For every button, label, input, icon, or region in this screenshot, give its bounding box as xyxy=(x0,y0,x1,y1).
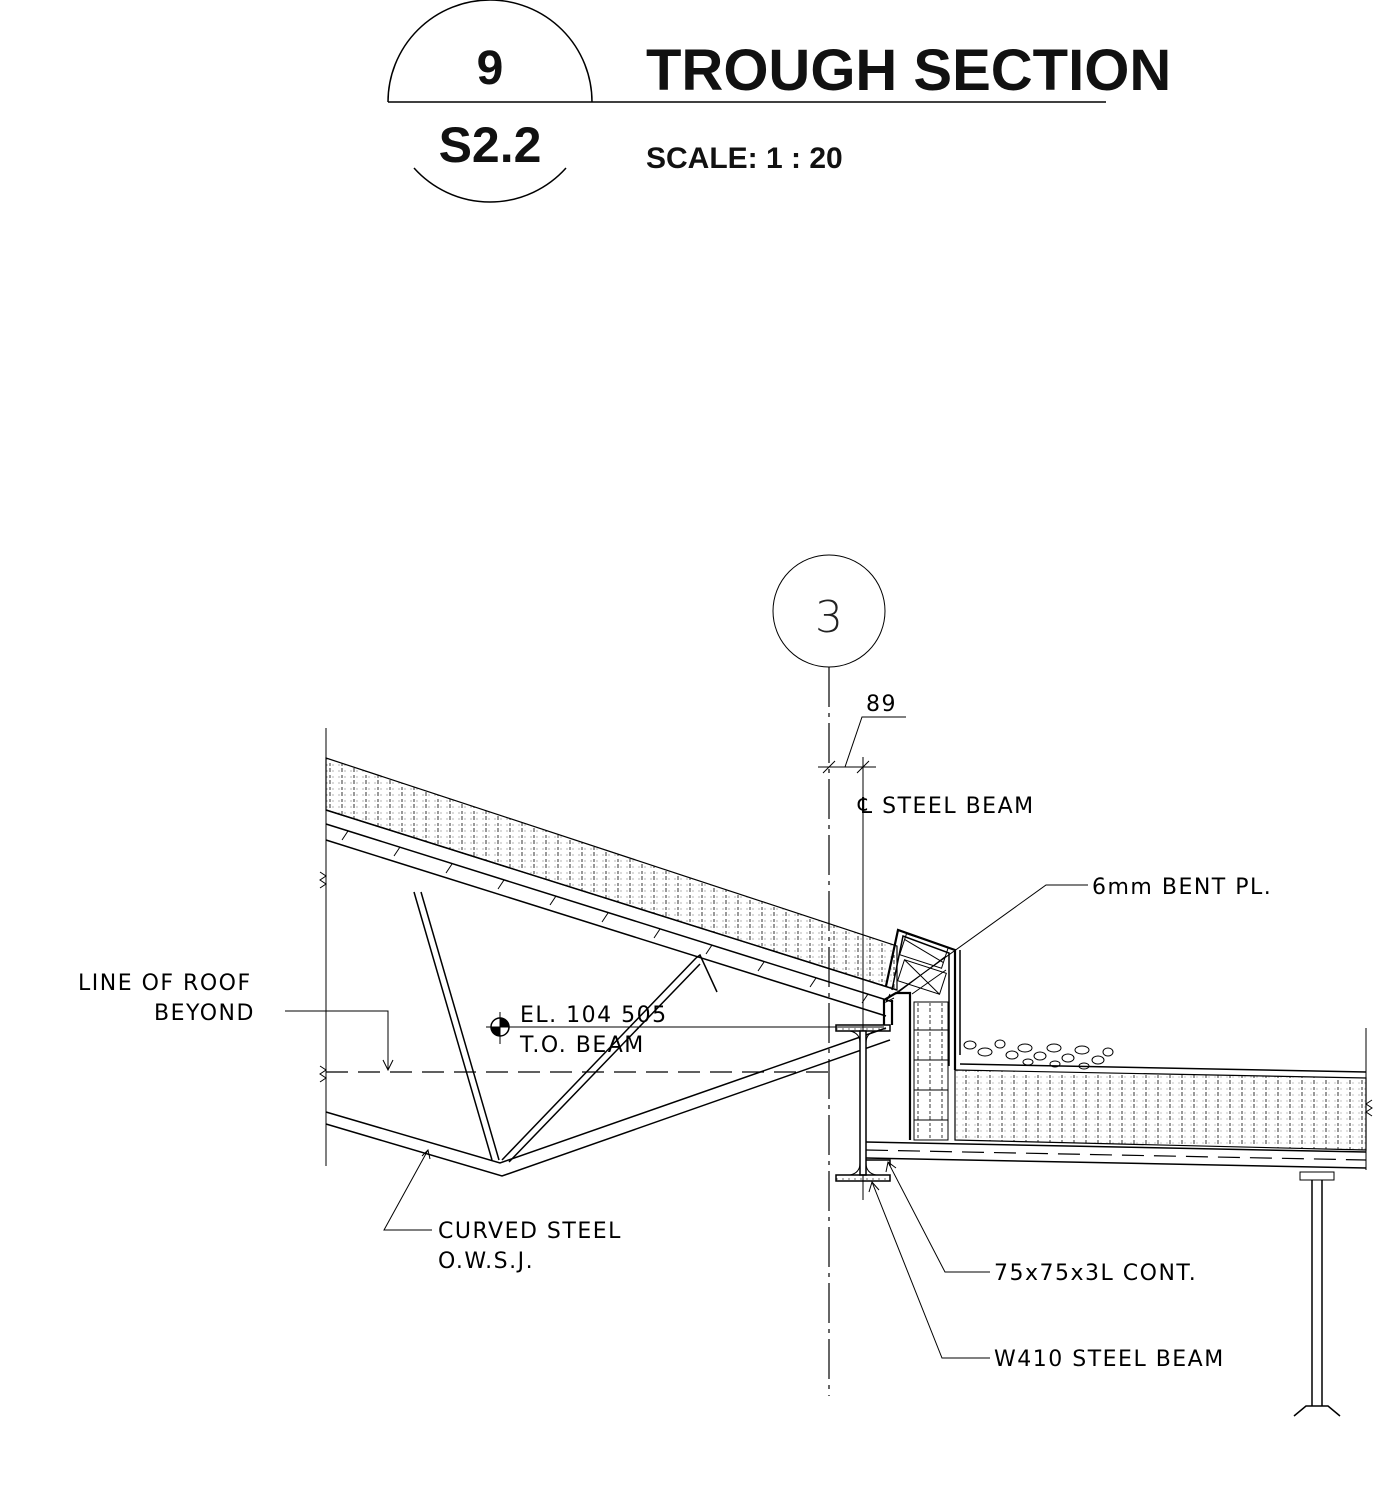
beam-bottom-flange xyxy=(835,1174,891,1182)
dimension-leader xyxy=(844,716,906,768)
angle-75x75x3 xyxy=(866,1159,891,1166)
joist-note-1: CURVED STEEL xyxy=(438,1219,622,1244)
beam-web xyxy=(859,1030,867,1176)
sheet-number: S2.2 xyxy=(439,117,542,173)
title-block: 9 S2.2 TROUGH SECTION SCALE: 1 : 20 xyxy=(387,0,1171,203)
bent-plate-assembly xyxy=(882,928,961,1141)
line-of-roof-leader xyxy=(285,1010,389,1070)
bent-plate-inner xyxy=(882,991,912,1140)
detail-scale: SCALE: 1 : 20 xyxy=(646,142,843,175)
joist-web-1 xyxy=(413,891,493,1161)
line-of-roof-note-1: LINE OF ROOF xyxy=(78,971,252,996)
beam-note: W410 STEEL BEAM xyxy=(994,1347,1225,1372)
detail-number: 9 xyxy=(477,42,504,95)
elevation-note-2: T.O. BEAM xyxy=(519,1033,645,1058)
line-of-roof-note-2: BEYOND xyxy=(154,1001,255,1026)
callouts: ℄ STEEL BEAM 6mm BENT PL. LINE OF ROOF B… xyxy=(78,794,1272,1372)
angle-note: 75x75x3L CONT. xyxy=(994,1261,1197,1286)
elevation-marker xyxy=(486,1012,884,1044)
grid-line-3: 3 xyxy=(772,554,886,1396)
sloped-roof-deck xyxy=(325,823,894,1003)
detail-bubble-top-arc xyxy=(387,0,593,103)
joist-web-2-end xyxy=(695,953,718,993)
joist-leader xyxy=(383,1149,432,1231)
elevation-note-1: EL. 104 505 xyxy=(520,1003,668,1028)
sloped-roof-assembly xyxy=(319,728,1373,1170)
w410-steel-beam xyxy=(835,1024,891,1182)
steel-column xyxy=(1293,1171,1341,1417)
ballast-gravel xyxy=(963,1039,1114,1070)
beam-leader xyxy=(871,1181,990,1359)
centerline-beam-note: ℄ STEEL BEAM xyxy=(857,794,1035,819)
joist-bottom-chord xyxy=(325,1027,887,1164)
bent-plate-leader xyxy=(885,884,1088,1001)
grid-bubble-label: 3 xyxy=(815,592,843,643)
bent-plate-note: 6mm BENT PL. xyxy=(1092,875,1272,900)
joist-note-2: O.W.S.J. xyxy=(438,1249,534,1274)
beam-top-flange xyxy=(835,1024,891,1032)
parapet-insulation xyxy=(913,1001,949,1141)
angle-leader xyxy=(887,1161,990,1273)
detail-title: TROUGH SECTION xyxy=(646,38,1171,103)
dimension-tick-left xyxy=(822,760,836,774)
curved-steel-joist xyxy=(325,891,891,1177)
joist-web-2 xyxy=(501,957,697,1161)
dimension-value: 89 xyxy=(866,692,897,717)
detail-bubble-bottom-arc xyxy=(413,167,567,203)
flat-roof-deck xyxy=(865,1141,1367,1153)
flat-roof-assembly xyxy=(865,1039,1367,1417)
deck-ribs xyxy=(341,830,869,1004)
